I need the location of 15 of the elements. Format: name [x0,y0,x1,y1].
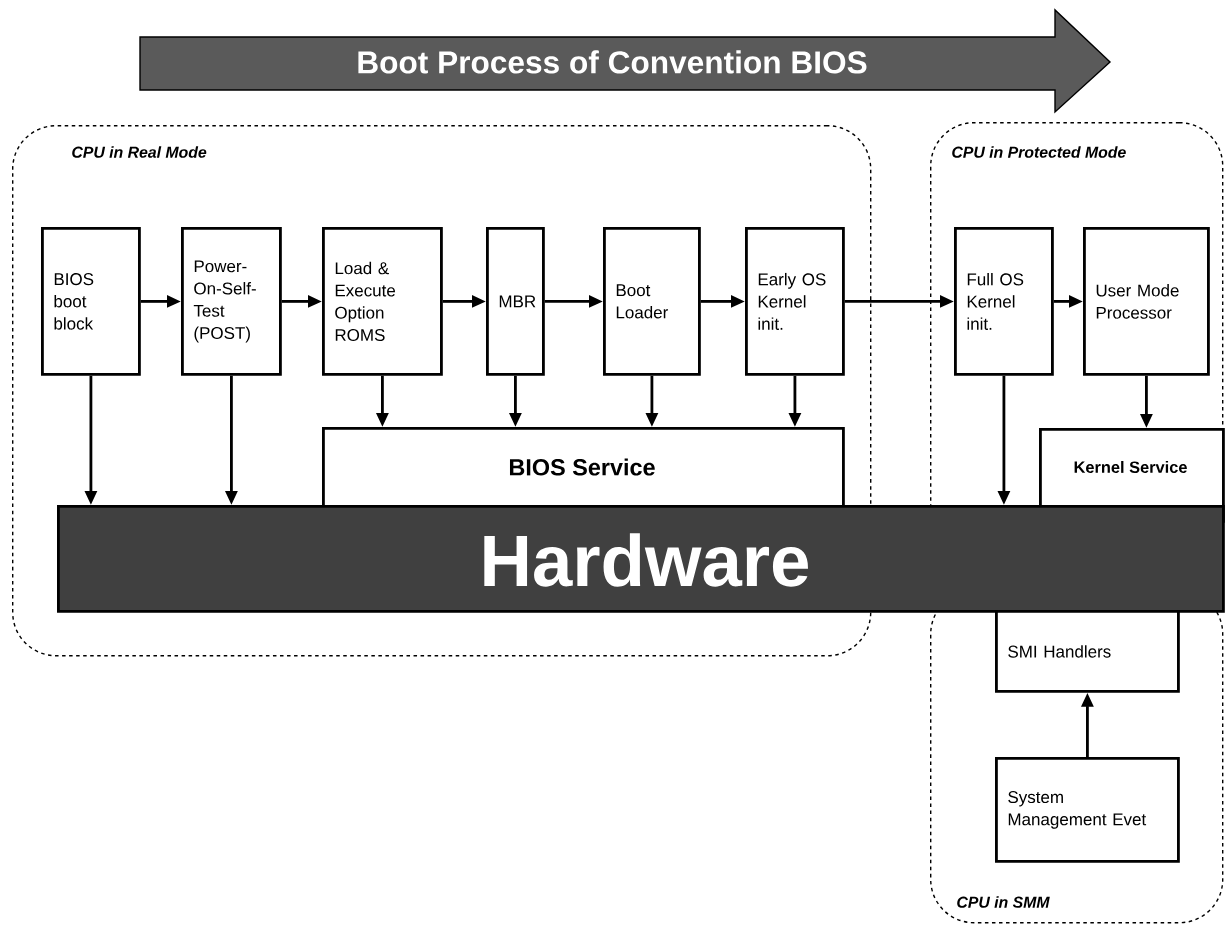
process-box: Boot Loader [603,227,701,376]
process-box: Load & Execute Option ROMS [322,227,443,376]
region-heading: CPU in SMM [957,896,1050,908]
region-heading: CPU in Protected Mode [952,146,1126,158]
process-box: Power-On-Self-Test (POST) [181,227,282,376]
process-box: Full OS Kernel init. [954,227,1054,376]
process-box: User Mode Processor [1083,227,1210,376]
title: Boot Process of Convention BIOS [358,50,867,74]
region-heading: CPU in Real Mode [72,146,207,158]
process-box: SMI Handlers [995,610,1180,693]
process-box: Early OS Kernel init. [745,227,845,376]
process-box: MBR [486,227,545,376]
process-box: System Management Evet [995,757,1180,863]
process-box: BIOS boot block [41,227,141,376]
hardware-bar: Hardware [57,505,1225,613]
